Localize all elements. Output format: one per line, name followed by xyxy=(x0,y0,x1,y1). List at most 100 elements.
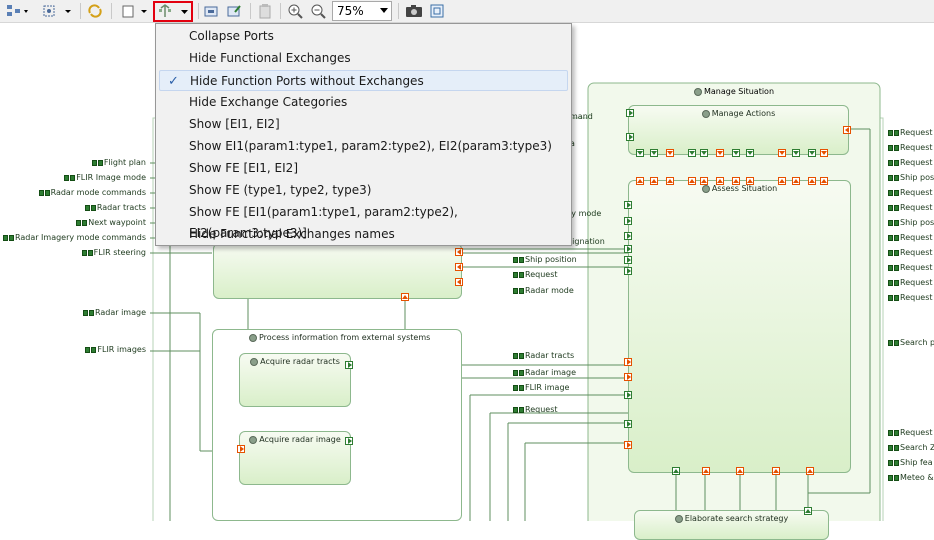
menu-item[interactable]: Collapse Ports xyxy=(159,26,568,47)
output-port-icon[interactable] xyxy=(736,467,744,475)
port-label-text: Ship pos xyxy=(900,173,934,182)
output-port-icon[interactable] xyxy=(624,358,632,366)
port-label: Radar tracts xyxy=(513,351,574,361)
port-icon xyxy=(87,249,93,256)
input-port-icon[interactable] xyxy=(345,437,353,445)
manage-actions-box[interactable]: Manage Actions xyxy=(628,105,849,155)
port-label-text: Request xyxy=(900,248,933,257)
output-port-icon[interactable] xyxy=(455,248,463,256)
input-port-icon[interactable] xyxy=(746,149,754,157)
menu-item[interactable]: Show FE [EI1(param1:type1, param2:type2)… xyxy=(159,202,568,240)
port-icon xyxy=(894,174,899,181)
port-label-text: Radar tracts xyxy=(96,203,146,212)
input-port-icon[interactable] xyxy=(688,149,696,157)
zoom-select[interactable]: 75% xyxy=(332,1,392,21)
output-port-icon[interactable] xyxy=(732,177,740,185)
output-port-icon[interactable] xyxy=(702,467,710,475)
port-icon xyxy=(513,256,518,263)
output-port-icon[interactable] xyxy=(772,467,780,475)
output-port-icon[interactable] xyxy=(778,177,786,185)
input-port-icon[interactable] xyxy=(808,149,816,157)
output-port-icon[interactable] xyxy=(237,445,245,453)
input-port-icon[interactable] xyxy=(624,232,632,240)
port-icon xyxy=(894,279,899,286)
output-port-icon[interactable] xyxy=(624,373,632,381)
port-label: Radar Imagery mode commands xyxy=(2,233,146,243)
menu-item[interactable]: ✓Hide Function Ports without Exchanges xyxy=(159,70,568,91)
output-port-icon[interactable] xyxy=(455,263,463,271)
input-port-icon[interactable] xyxy=(804,507,812,515)
menu-item[interactable]: Show FE (type1, type2, type3) xyxy=(159,180,568,201)
input-port-icon[interactable] xyxy=(636,149,644,157)
output-port-icon[interactable] xyxy=(624,441,632,449)
input-port-icon[interactable] xyxy=(700,149,708,157)
output-port-icon[interactable] xyxy=(820,177,828,185)
assess-situation-box[interactable]: Assess Situation xyxy=(628,180,851,473)
port-icon xyxy=(888,264,893,271)
output-port-icon[interactable] xyxy=(808,177,816,185)
input-port-icon[interactable] xyxy=(626,109,634,117)
page-icon[interactable] xyxy=(118,2,152,20)
input-port-icon[interactable] xyxy=(624,391,632,399)
output-port-icon[interactable] xyxy=(688,177,696,185)
output-port-icon[interactable] xyxy=(636,177,644,185)
menu-item[interactable]: Hide Exchange Categories xyxy=(159,92,568,113)
output-port-icon[interactable] xyxy=(820,149,828,157)
output-port-icon[interactable] xyxy=(401,293,409,301)
input-port-icon[interactable] xyxy=(624,217,632,225)
layout-icon[interactable] xyxy=(4,2,30,20)
function-icon xyxy=(693,87,702,96)
edit-icon[interactable] xyxy=(225,2,243,20)
zoom-out-icon[interactable] xyxy=(309,2,327,20)
port-icon xyxy=(894,204,899,211)
input-port-icon[interactable] xyxy=(650,149,658,157)
input-port-icon[interactable] xyxy=(624,245,632,253)
output-port-icon[interactable] xyxy=(806,467,814,475)
zoom-in-icon[interactable] xyxy=(286,2,304,20)
input-port-icon[interactable] xyxy=(624,420,632,428)
acquire-radar-image-box[interactable]: Acquire radar image xyxy=(239,431,351,485)
output-port-icon[interactable] xyxy=(792,177,800,185)
output-port-icon[interactable] xyxy=(778,149,786,157)
export-icon[interactable] xyxy=(202,2,220,20)
output-port-icon[interactable] xyxy=(666,177,674,185)
input-port-icon[interactable] xyxy=(626,133,634,141)
input-port-icon[interactable] xyxy=(732,149,740,157)
port-label-text: FLIR steering xyxy=(93,248,146,257)
input-port-icon[interactable] xyxy=(624,201,632,209)
output-port-icon[interactable] xyxy=(746,177,754,185)
acquire-radar-tracts-box[interactable]: Acquire radar tracts xyxy=(239,353,351,407)
output-port-icon[interactable] xyxy=(666,149,674,157)
input-port-icon[interactable] xyxy=(624,267,632,275)
output-port-icon[interactable] xyxy=(650,177,658,185)
output-port-icon[interactable] xyxy=(455,278,463,286)
filter-icon[interactable] xyxy=(40,2,74,20)
menu-item[interactable]: Show FE [EI1, EI2] xyxy=(159,158,568,179)
function-icon xyxy=(674,514,683,523)
fit-icon[interactable] xyxy=(428,2,446,20)
output-port-icon[interactable] xyxy=(716,177,724,185)
input-port-icon[interactable] xyxy=(792,149,800,157)
input-port-icon[interactable] xyxy=(672,467,680,475)
port-label-text: Next waypoint xyxy=(88,218,146,227)
function-box-upper[interactable] xyxy=(213,243,462,299)
menu-item[interactable]: Show [EI1, EI2] xyxy=(159,114,568,135)
port-filter-icon[interactable] xyxy=(157,2,191,20)
camera-icon[interactable] xyxy=(404,2,424,20)
refresh-icon[interactable] xyxy=(85,2,105,20)
clipboard-icon[interactable] xyxy=(256,2,274,20)
menu-item[interactable]: Hide Functional Exchanges xyxy=(159,48,568,69)
port-label: FLIR steering xyxy=(81,248,146,258)
input-port-icon[interactable] xyxy=(624,256,632,264)
input-port-icon[interactable] xyxy=(345,361,353,369)
port-icon xyxy=(888,234,893,241)
output-port-icon[interactable] xyxy=(843,126,851,134)
menu-item[interactable]: Hide Functional Exchanges names xyxy=(159,224,568,245)
port-icon xyxy=(82,219,88,226)
output-port-icon[interactable] xyxy=(700,177,708,185)
port-label: Request xyxy=(513,405,558,415)
output-port-icon[interactable] xyxy=(716,149,724,157)
menu-item[interactable]: Show EI1(param1:type1, param2:type2), EI… xyxy=(159,136,568,157)
elaborate-search-box[interactable]: Elaborate search strategy xyxy=(634,510,829,540)
